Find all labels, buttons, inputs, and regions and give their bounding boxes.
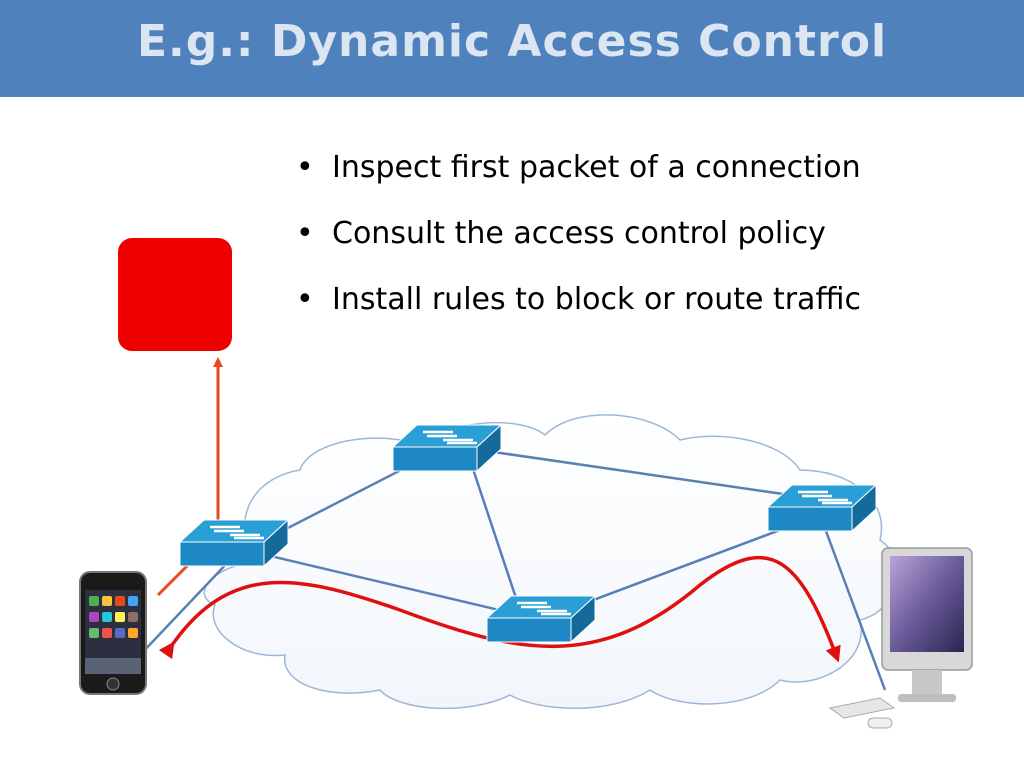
bullet-text: Consult the access control policy bbox=[332, 216, 826, 251]
switch-icon bbox=[485, 594, 597, 644]
title-bar bbox=[0, 0, 1024, 97]
smartphone-icon bbox=[79, 571, 147, 695]
slide-title: E.g.: Dynamic Access Control bbox=[136, 16, 888, 67]
switch-icon bbox=[766, 483, 878, 533]
bullet-dot: • bbox=[296, 150, 314, 185]
switch-icon bbox=[178, 518, 290, 568]
bullet-dot: • bbox=[296, 282, 314, 317]
bullet-item: • Install rules to block or route traffic bbox=[292, 280, 861, 346]
bullet-item: • Consult the access control policy bbox=[292, 214, 861, 280]
bullet-text: Inspect first packet of a connection bbox=[332, 150, 861, 185]
desktop-computer-icon bbox=[828, 547, 973, 729]
controller-box bbox=[118, 238, 232, 351]
cloud-shape bbox=[203, 414, 899, 710]
bullet-text: Install rules to block or route traffic bbox=[332, 282, 861, 317]
bullet-item: • Inspect first packet of a connection bbox=[292, 148, 861, 214]
switch-icon bbox=[391, 423, 503, 473]
bullet-dot: • bbox=[296, 216, 314, 251]
bullet-list: • Inspect first packet of a connection • C… bbox=[292, 148, 861, 346]
data-path-arrow bbox=[158, 555, 841, 663]
